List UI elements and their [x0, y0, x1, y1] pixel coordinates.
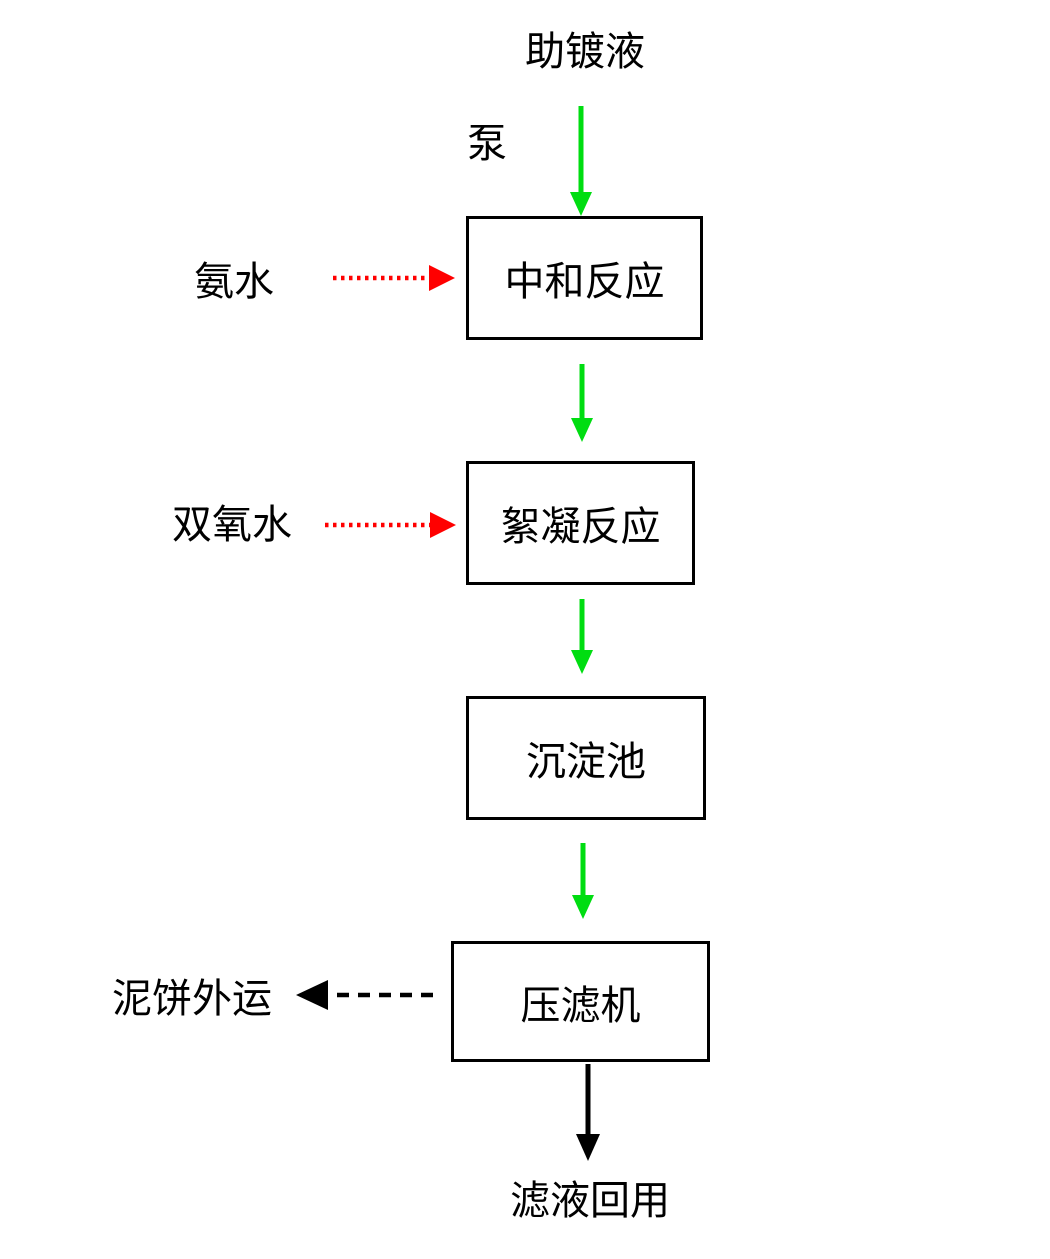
- filtrate-out-arrow: [576, 1064, 600, 1161]
- peroxide-input-label: 双氧水: [172, 502, 292, 548]
- process-box-sedimentation: 沉淀池: [466, 696, 706, 820]
- flow-arrow-sedimentation-to-filter-press: [572, 843, 594, 919]
- process-box-label: 压滤机: [520, 982, 641, 1029]
- filtrate-output-label: 滤液回用: [510, 1178, 670, 1224]
- flow-arrow-flocculation-to-sedimentation: [571, 599, 593, 674]
- process-box-label: 中和反应: [504, 259, 665, 305]
- dosing-arrow-ammonia: [333, 265, 455, 291]
- process-box-flocculation: 絮凝反应: [466, 461, 695, 585]
- ammonia-input-label: 氨水: [194, 259, 274, 305]
- process-box-label: 絮凝反应: [500, 504, 661, 550]
- process-box-neutralization: 中和反应: [466, 216, 703, 340]
- source-label: 助镀液: [525, 29, 645, 75]
- sludge-output-label: 泥饼外运: [112, 976, 272, 1022]
- flow-arrow-source-to-neutralization: [570, 106, 592, 216]
- dosing-arrow-peroxide: [325, 512, 456, 538]
- process-box-label: 沉淀池: [526, 739, 646, 785]
- sludge-out-arrow: [296, 980, 433, 1010]
- pump-label: 泵: [467, 121, 507, 167]
- flow-arrow-neutralization-to-flocculation: [571, 364, 593, 442]
- process-box-filter-press: 压滤机: [451, 941, 710, 1062]
